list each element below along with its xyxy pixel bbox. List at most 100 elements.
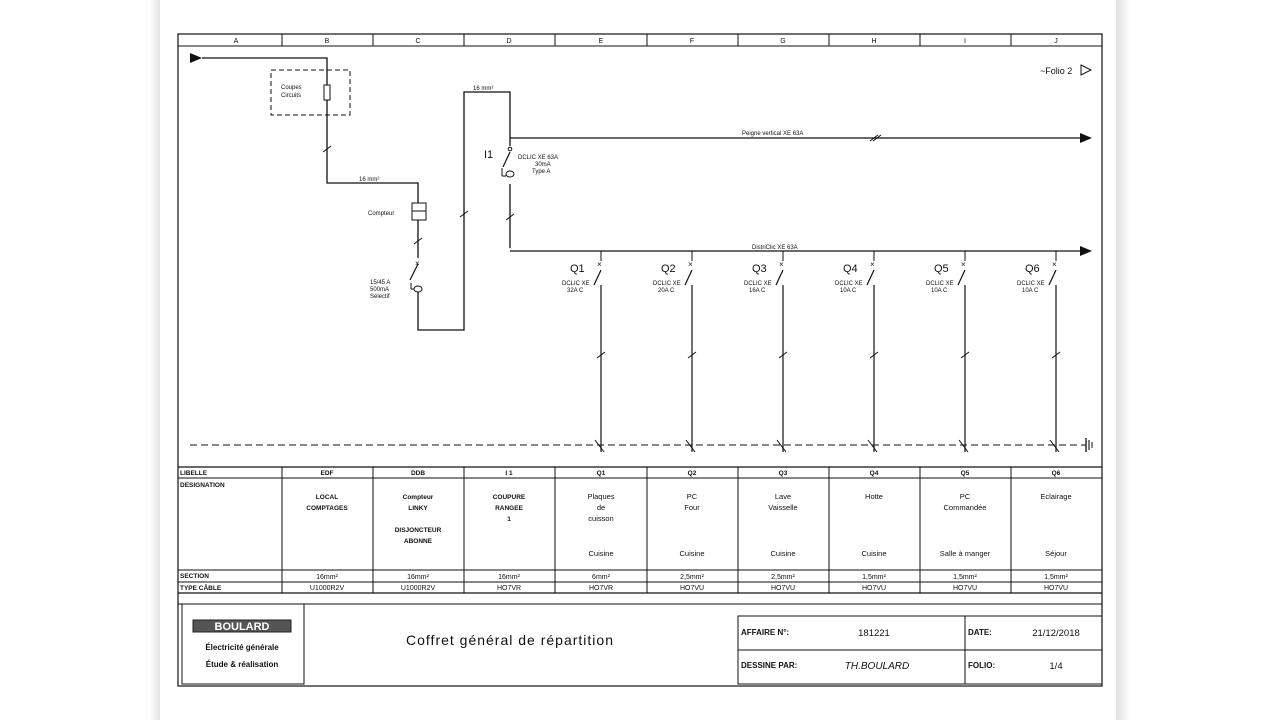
cable-mark-icon bbox=[505, 213, 515, 221]
breaker-q4: × Q4 DCLIC XE 10A C bbox=[835, 251, 879, 453]
districlic-arrow-icon bbox=[1080, 246, 1092, 256]
breaker-tag: Q6 bbox=[1025, 263, 1040, 275]
breaker-spec: DCLIC XE bbox=[1017, 281, 1045, 287]
breaker-cross-icon: × bbox=[1052, 260, 1057, 269]
libelle-cell: Q5 bbox=[961, 470, 970, 477]
section-cell: 2,5mm² bbox=[680, 574, 704, 581]
designation-cell: Eclairage bbox=[1040, 492, 1071, 501]
i1-spec: Type A bbox=[532, 169, 550, 175]
column-header: A B C D E F G H I J bbox=[234, 34, 1058, 46]
i1-spec: DCLIC XE 63A bbox=[518, 155, 558, 161]
location-cell: Cuisine bbox=[679, 549, 704, 558]
dessine-label: DESSINE PAR: bbox=[741, 661, 797, 670]
breaker-spec: 10A C bbox=[840, 288, 857, 294]
peigne-arrow-icon bbox=[1080, 133, 1092, 143]
cable-type-cell: HO7VU bbox=[1044, 585, 1068, 592]
coupe-circuits-label: Coupes bbox=[281, 85, 302, 91]
column-label: C bbox=[415, 38, 420, 45]
breaker-switch-icon bbox=[775, 269, 784, 286]
designation-cell: COUPURE bbox=[493, 494, 526, 501]
column-label: B bbox=[325, 38, 330, 45]
libelle-cell: Q1 bbox=[597, 470, 606, 477]
designation-cell: LINKY bbox=[408, 505, 428, 512]
breaker-tag: Q5 bbox=[934, 263, 949, 275]
section-cell: 1,5mm² bbox=[1044, 574, 1068, 581]
column-label: F bbox=[690, 38, 694, 45]
breaker-cross-icon: × bbox=[870, 260, 875, 269]
section-cell: 16mm² bbox=[498, 574, 520, 581]
meter-label: Compteur bbox=[368, 211, 394, 217]
row-header: TYPE CÂBLE bbox=[180, 583, 222, 592]
designation-cell: PC bbox=[960, 492, 971, 501]
libelle-cell: EDF bbox=[321, 470, 334, 477]
cable-mark-icon bbox=[413, 237, 423, 245]
designation-cell: PC bbox=[687, 492, 698, 501]
dessine-value: TH.BOULARD bbox=[845, 661, 909, 672]
cable-type-cell: U1000R2V bbox=[401, 585, 436, 592]
districlic-label: DistriClic XE 63A bbox=[752, 245, 798, 251]
breaker-spec: 32A C bbox=[567, 288, 584, 294]
section-cell: 1,5mm² bbox=[862, 574, 886, 581]
cable-section-label: 16 mm² bbox=[473, 86, 493, 92]
breaker-switch-icon bbox=[866, 269, 875, 286]
breaker-spec: DCLIC XE bbox=[835, 281, 863, 287]
coupe-circuits-label: Circuits bbox=[281, 93, 301, 99]
breaker-spec: DCLIC XE bbox=[744, 281, 772, 287]
designation-cell: 1 bbox=[507, 516, 511, 523]
breaker-q5: × Q5 DCLIC XE 10A C bbox=[926, 251, 970, 453]
folio-arrow-icon bbox=[1080, 64, 1093, 76]
breaker-switch-icon bbox=[684, 269, 693, 286]
cable-section-label: 16 mm² bbox=[359, 177, 379, 183]
cable-type-cell: U1000R2V bbox=[310, 585, 345, 592]
breaker-cross-icon: × bbox=[961, 260, 966, 269]
peigne-label: Peigne vertical XE 63A bbox=[742, 131, 803, 137]
fuse-icon bbox=[323, 84, 331, 101]
section-cell: 16mm² bbox=[407, 574, 429, 581]
i1-tag: I1 bbox=[484, 149, 493, 161]
column-label: A bbox=[234, 38, 239, 45]
cable-mark-icon bbox=[459, 210, 469, 218]
cable-type-cell: HO7VU bbox=[680, 585, 704, 592]
folio-label: FOLIO: bbox=[968, 661, 995, 670]
designation-cell: Compteur bbox=[403, 494, 434, 501]
title-block: BOULARD Électricité générale Étude & réa… bbox=[178, 603, 1103, 685]
column-label: I bbox=[964, 38, 966, 45]
column-label: G bbox=[780, 38, 785, 45]
breaker-spec: 16A C bbox=[749, 288, 766, 294]
breaker-tag: Q4 bbox=[843, 263, 858, 275]
designation-cell: COMPTAGES bbox=[306, 505, 348, 512]
date-label: DATE: bbox=[968, 628, 992, 637]
designation-cell: Plaques bbox=[587, 492, 614, 501]
cable-type-cell: HO7VR bbox=[497, 585, 521, 592]
designation-cell: Four bbox=[684, 503, 700, 512]
drawing-title: Coffret général de répartition bbox=[406, 632, 614, 648]
ddb-spec: 500mA bbox=[370, 287, 389, 293]
brand-logo bbox=[192, 619, 292, 633]
circuit-table: LIBELLE DESIGNATION SECTION TYPE CÂBLE bbox=[178, 466, 1102, 594]
ddb-differential-icon bbox=[413, 285, 423, 293]
breaker-spec: DCLIC XE bbox=[926, 281, 954, 287]
libelle-cell: Q2 bbox=[688, 470, 697, 477]
libelle-cell: Q3 bbox=[779, 470, 788, 477]
cable-mark-icon bbox=[869, 134, 879, 142]
brand-name: BOULARD bbox=[215, 621, 270, 633]
column-label: D bbox=[506, 38, 511, 45]
breaker-spec: 10A C bbox=[931, 288, 948, 294]
location-cell: Cuisine bbox=[770, 549, 795, 558]
supply-wire bbox=[202, 57, 511, 331]
breaker-tag: Q3 bbox=[752, 263, 767, 275]
breaker-q2: × Q2 DCLIC XE 20A C bbox=[653, 251, 697, 453]
designation-cell: cuisson bbox=[588, 514, 613, 523]
cable-type-cell: HO7VU bbox=[953, 585, 977, 592]
location-cell: Séjour bbox=[1045, 549, 1067, 558]
cable-type-cell: HO7VR bbox=[589, 585, 613, 592]
location-cell: Salle à manger bbox=[940, 549, 991, 558]
designation-cell: Vaisselle bbox=[768, 503, 797, 512]
location-cell: Cuisine bbox=[861, 549, 886, 558]
breaker-tag: Q1 bbox=[570, 263, 585, 275]
row-header: DESIGNATION bbox=[180, 482, 225, 489]
section-cell: 6mm² bbox=[592, 574, 611, 581]
ddb-spec: 15/45 A bbox=[370, 280, 390, 286]
designation-cell: DISJONCTEUR bbox=[395, 527, 442, 534]
cable-mark-icon bbox=[322, 145, 332, 153]
